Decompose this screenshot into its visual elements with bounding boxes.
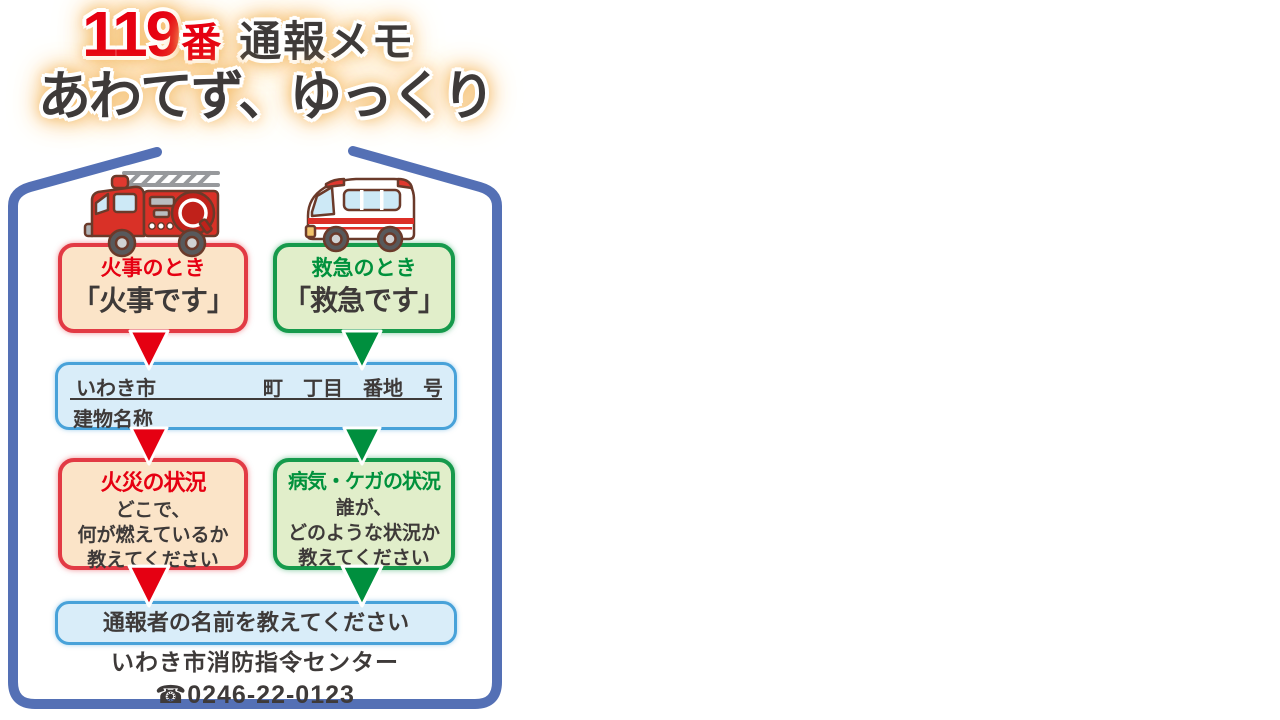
footer: いわき市消防指令センター ☎0246-22-0123 [13, 649, 497, 710]
phone-number: ☎0246-22-0123 [155, 680, 355, 709]
address-box: いわき市 町 丁目 番地 号 建物名称 [55, 362, 457, 431]
address-divider [70, 398, 442, 400]
address-fields: 町 丁目 番地 号 [263, 372, 443, 401]
fire-status-lines: どこで、 何が燃えているか 教えてください [62, 498, 244, 573]
ems-status-line: 教えてください [298, 548, 430, 569]
ems-when-label: 救急のとき [311, 257, 417, 280]
fire-status-line: どこで、 [115, 500, 191, 522]
fire-when-label: 火事のとき [100, 257, 206, 280]
title-subtitle: あわてず、ゆっくり [38, 67, 495, 126]
ems-status-line: どのような状況か [287, 523, 440, 544]
ambulance-icon [304, 177, 416, 253]
fire-truck-icon [83, 171, 220, 258]
ems-status-line: 誰が、 [335, 498, 393, 519]
title-memo-label: 通報メモ [239, 18, 416, 65]
green-arrow-down-icon [342, 426, 382, 466]
page-title: 119 番 通報メモ [82, 2, 415, 66]
caller-name-label: 通報者の名前を教えてください [102, 610, 410, 635]
fire-when-box: 火事のとき 「火事です」 [58, 243, 248, 333]
green-arrow-down-icon [341, 329, 383, 371]
red-arrow-down-icon [127, 564, 171, 608]
fire-status-line: 教えてください [87, 550, 219, 572]
address-building-label: 建物名称 [73, 409, 153, 431]
address-city-label: いわき市 [76, 378, 156, 400]
fire-status-line: 何が燃えているか [77, 525, 229, 547]
fire-say-label: 「火事です」 [71, 285, 235, 316]
ems-status-box: 病気・ケガの状況 誰が、 どのような状況か 教えてください [273, 458, 455, 570]
ems-status-title: 病気・ケガの状況 [288, 471, 441, 493]
address-field-chome: 丁目 [303, 378, 343, 400]
dispatch-center-name: いわき市消防指令センター [111, 649, 399, 675]
caller-name-box: 通報者の名前を教えてください [55, 601, 457, 645]
title-number-suffix: 番 [181, 21, 222, 65]
green-arrow-down-icon [340, 564, 384, 608]
title-number: 119 [82, 0, 181, 70]
address-field-banchi: 番地 [363, 378, 403, 400]
ems-status-lines: 誰が、 どのような状況か 教えてください [277, 496, 451, 571]
red-arrow-down-icon [129, 426, 169, 466]
ems-say-label: 「救急です」 [282, 285, 446, 316]
address-field-go: 号 [423, 378, 443, 400]
address-field-town: 町 [263, 378, 283, 400]
ems-when-box: 救急のとき 「救急です」 [273, 243, 455, 333]
red-arrow-down-icon [128, 329, 170, 371]
fire-status-box: 火災の状況 どこで、 何が燃えているか 教えてください [58, 458, 248, 573]
fire-status-title: 火災の状況 [100, 470, 206, 495]
